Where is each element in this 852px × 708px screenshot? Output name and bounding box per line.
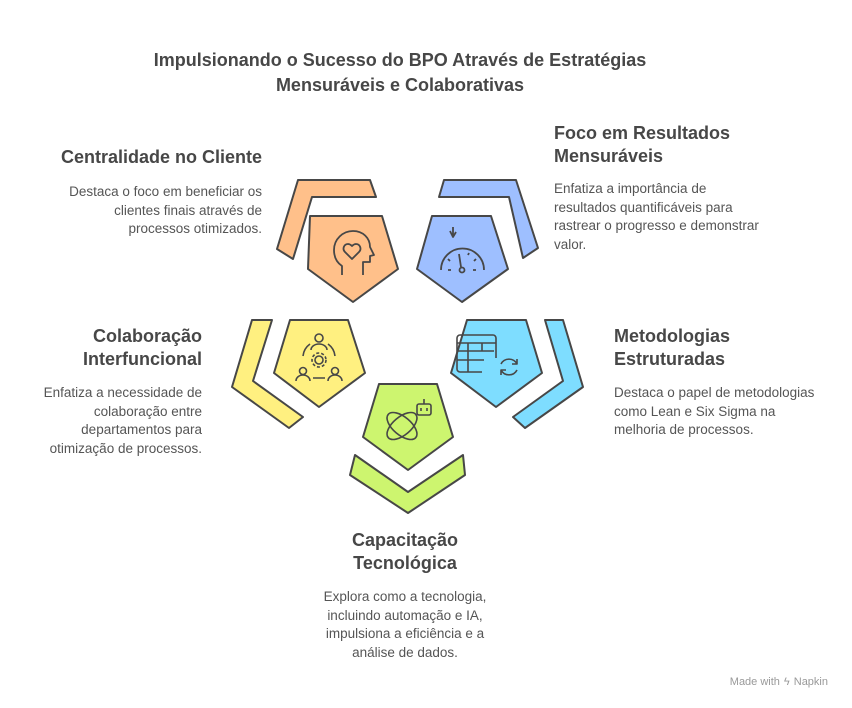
heading-colaboracao: Colaboração Interfuncional [82, 326, 202, 369]
segment-colaboracao [231, 319, 366, 429]
heading-resultados: Foco em Resultados Mensuráveis [554, 123, 731, 166]
made-with-label: Made with [729, 676, 780, 688]
segment-capacitacao [349, 383, 466, 514]
heading-centralidade: Centralidade no Cliente [60, 147, 262, 167]
description-colaboracao: Enfatiza a necessidade de colaboração en… [43, 385, 202, 456]
pentagon-green [362, 383, 454, 471]
napkin-logo-icon: ϟ [783, 676, 790, 688]
gauge-icon [440, 227, 485, 274]
pentagon-blue [416, 215, 509, 303]
napkin-brand: Napkin [793, 676, 828, 688]
diagram-title: Impulsionando o Sucesso do BPO Através d… [153, 50, 647, 95]
napkin-watermark[interactable]: Made with ϟ Napkin [730, 676, 828, 688]
team-gear-icon [295, 333, 343, 382]
orbit-robot-icon [386, 399, 432, 441]
chevron-yellow [231, 319, 304, 429]
description-resultados: Enfatiza a importância de resultados qua… [554, 181, 759, 252]
segment-metodologias [450, 319, 584, 429]
head-heart-icon [333, 230, 375, 275]
description-capacitacao: Explora como a tecnologia, incluindo aut… [323, 589, 487, 660]
description-metodologias: Destaca o papel de metodologias como Lea… [614, 385, 815, 437]
chevron-green [349, 454, 466, 514]
pentagon-cyan [450, 319, 543, 408]
description-centralidade: Destaca o foco em beneficiar os clientes… [69, 184, 262, 236]
chevron-orange [276, 179, 377, 260]
chevron-cyan [512, 319, 584, 429]
segment-centralidade [276, 179, 399, 303]
segment-resultados [416, 179, 539, 303]
table-refresh-icon [456, 334, 518, 376]
chevron-blue [438, 179, 539, 259]
heading-metodologias: Metodologias Estruturadas [614, 326, 730, 369]
heading-capacitacao: Capacitação Tecnológica [351, 530, 459, 573]
